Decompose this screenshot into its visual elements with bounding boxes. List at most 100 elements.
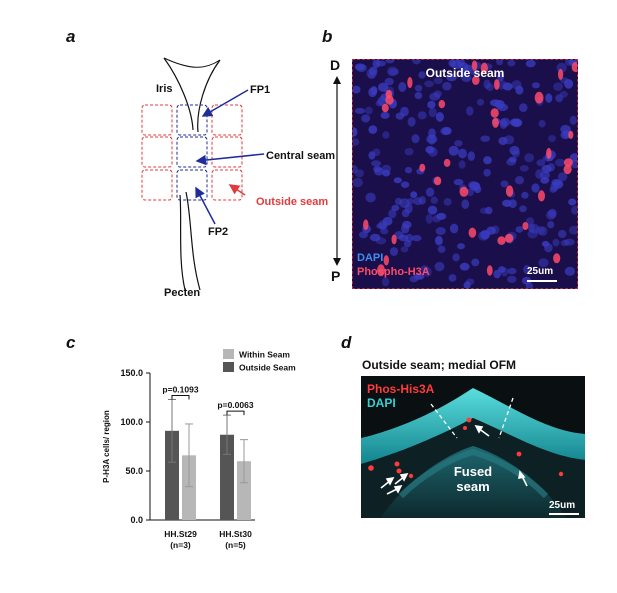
fp1-box	[176, 104, 208, 136]
dapi-nucleus	[394, 197, 403, 205]
dapi-nucleus	[553, 82, 563, 91]
dapi-nucleus	[568, 198, 577, 206]
dapi-nucleus	[531, 82, 540, 89]
phospho-nucleus	[383, 255, 389, 266]
dapi-nucleus	[546, 210, 556, 220]
tissue-image	[361, 388, 585, 518]
dapi-nucleus	[442, 81, 452, 91]
dapi-nucleus	[571, 205, 577, 215]
dp-axis-arrow	[333, 76, 341, 266]
dapi-nucleus	[568, 225, 577, 235]
legend-dapi: DAPI	[357, 252, 384, 264]
dapi-nucleus	[423, 267, 432, 277]
dapi-nucleus	[560, 131, 571, 140]
dapi-nucleus	[443, 198, 452, 206]
dapi-nucleus	[565, 60, 574, 66]
phospho-nucleus	[534, 91, 544, 104]
dapi-nucleus	[502, 199, 512, 207]
central-seam-box	[176, 136, 208, 168]
dapi-nucleus	[459, 262, 470, 271]
x-category-label: HH.St30	[219, 529, 252, 539]
fused-seam-label-line2: seam	[456, 479, 490, 494]
dapi-nucleus	[370, 86, 378, 95]
dapi-nucleus	[525, 60, 536, 68]
dapi-nucleus	[497, 72, 505, 82]
dapi-nucleus	[424, 80, 434, 88]
dapi-nucleus	[372, 60, 381, 69]
dapi-nucleus	[385, 60, 395, 64]
dapi-nucleus	[483, 79, 491, 89]
outside-seam-arrow	[228, 184, 246, 196]
phospho-nucleus	[558, 68, 564, 80]
pecten-line-right	[185, 191, 201, 291]
dapi-nucleus	[564, 266, 576, 276]
dapi-nucleus	[391, 204, 400, 212]
dapi-nucleus	[564, 238, 575, 246]
phospho-nucleus	[546, 147, 552, 159]
panel-d-title: Outside seam; medial OFM	[362, 358, 517, 372]
fp2-box	[176, 169, 208, 201]
dapi-nucleus	[500, 267, 509, 277]
panel-b-letter: b	[322, 27, 333, 46]
pecten-label: Pecten	[164, 287, 201, 299]
dapi-nucleus	[508, 156, 517, 163]
dapi-nucleus	[535, 226, 545, 235]
scale-bar-b	[527, 280, 557, 282]
pecten-line-left	[179, 194, 186, 291]
phospho-nucleus	[490, 108, 499, 118]
dapi-nucleus	[486, 226, 496, 235]
dapi-nucleus	[374, 167, 384, 176]
phospho-nucleus	[486, 265, 493, 276]
fp2-arrow	[195, 186, 216, 225]
dapi-nucleus	[507, 267, 517, 275]
dapi-nucleus	[471, 258, 480, 267]
outside-seam-label: Outside seam	[256, 196, 329, 208]
dapi-nucleus	[442, 126, 452, 135]
dapi-nucleus	[499, 117, 511, 127]
dapi-nucleus	[446, 73, 457, 82]
dapi-nucleus	[353, 177, 363, 188]
scale-bar-label-b: 25um	[527, 266, 554, 277]
dapi-nucleus	[410, 191, 418, 199]
dapi-nucleus	[393, 177, 402, 184]
bar-outside-seam	[220, 434, 234, 520]
dapi-nucleus	[389, 247, 399, 256]
outside-box-5	[141, 169, 173, 201]
dapi-nucleus	[521, 191, 529, 199]
dapi-nucleus	[458, 160, 466, 169]
dapi-nucleus	[369, 233, 381, 242]
phospho-nucleus	[363, 219, 369, 230]
dapi-nucleus	[437, 245, 446, 253]
dapi-nucleus	[461, 199, 470, 209]
medial-ofm-micrograph: Phos-His3A DAPI Fused seam 25um	[361, 376, 585, 518]
phospho-nucleus	[419, 163, 426, 172]
dapi-nucleus	[531, 183, 540, 193]
dapi-nucleus	[382, 131, 390, 139]
dapi-nucleus	[519, 165, 529, 172]
phospho-nucleus	[492, 117, 499, 128]
phospho-nucleus	[505, 185, 514, 197]
dapi-nucleus	[428, 107, 437, 118]
dapi-nucleus	[519, 205, 527, 213]
legend-phos-his3a: Phos-His3A	[367, 382, 435, 396]
dapi-nucleus	[365, 192, 376, 203]
dapi-nucleus	[560, 124, 571, 134]
dapi-nucleus	[523, 265, 531, 275]
dapi-nucleus	[413, 197, 423, 206]
dapi-nucleus	[371, 160, 382, 167]
fused-seam-label: Fused seam	[361, 464, 585, 494]
iris-line-top	[163, 57, 221, 68]
dapi-nucleus	[483, 156, 492, 165]
dapi-nucleus	[448, 145, 459, 156]
dapi-nucleus	[521, 276, 532, 285]
dapi-nucleus	[449, 223, 459, 234]
central-seam-label: Central seam	[266, 150, 336, 162]
phospho-nucleus	[471, 60, 478, 71]
dapi-nucleus	[507, 275, 517, 283]
dapi-nucleus	[540, 176, 550, 184]
dapi-nucleus	[434, 261, 445, 272]
x-category-label: HH.St29	[164, 529, 197, 539]
dapi-nucleus	[467, 151, 475, 161]
dapi-nucleus	[395, 112, 405, 120]
